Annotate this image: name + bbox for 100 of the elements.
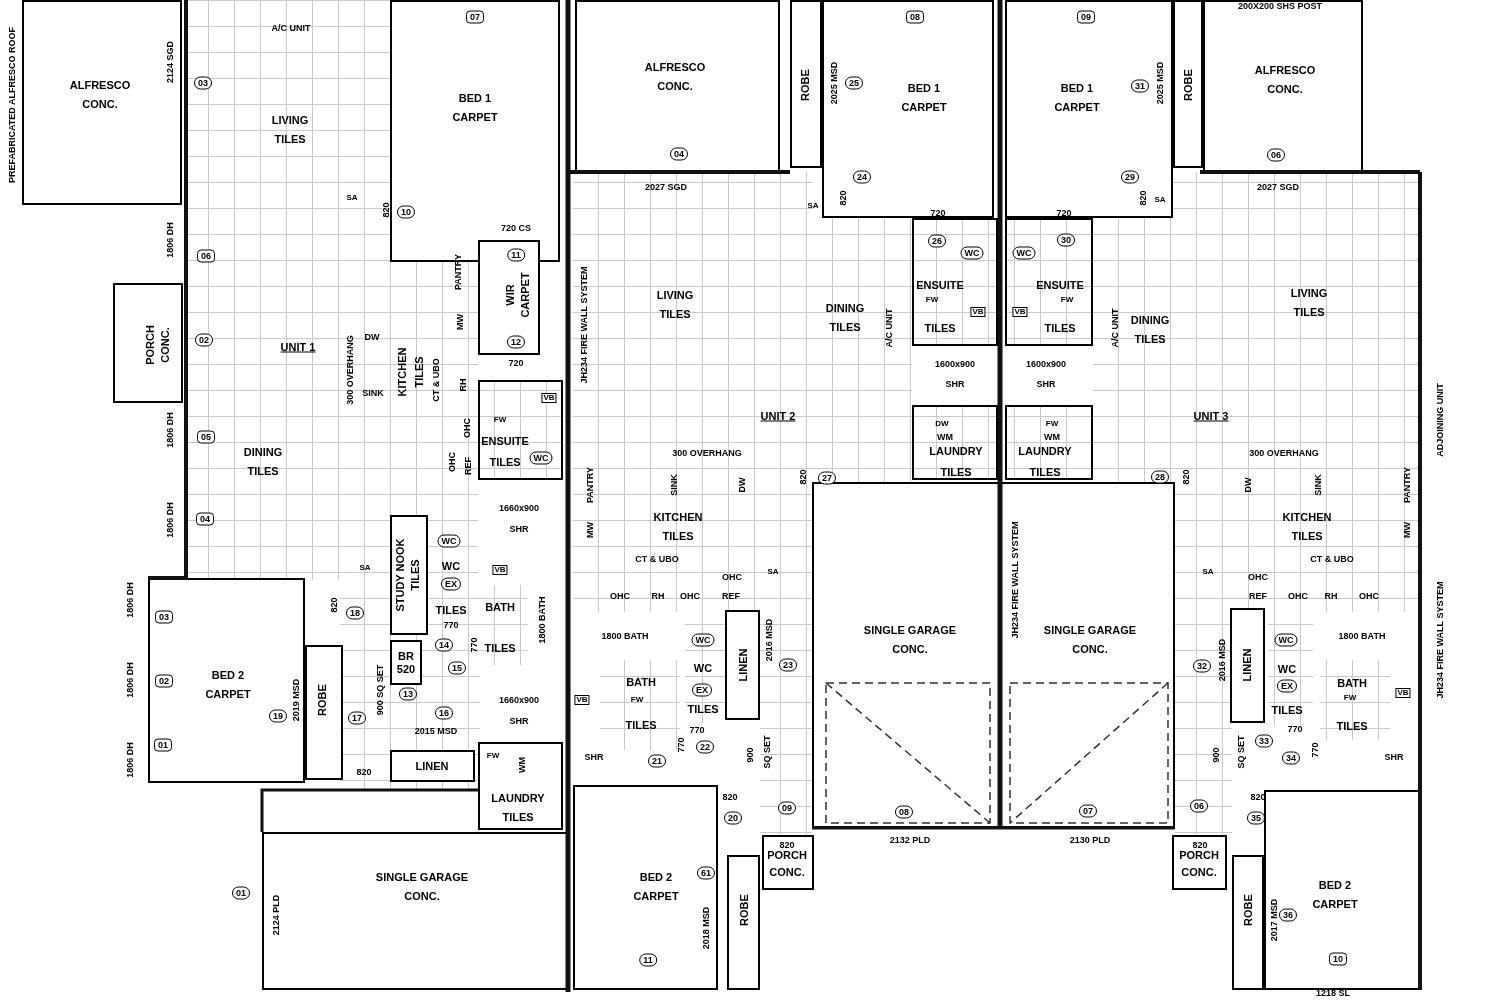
- room-name: WC: [1277, 664, 1297, 675]
- plan-label: SQ SET: [762, 735, 772, 769]
- plan-label: OHC: [1248, 572, 1268, 582]
- callout-number: 17: [348, 711, 366, 725]
- room: [1005, 218, 1093, 346]
- plan-label: SQ SET: [1236, 735, 1246, 769]
- plan-label: 2025 MSD: [1155, 61, 1165, 105]
- plan-label: 2015 MSD: [414, 726, 458, 736]
- plan-label: 820: [1181, 469, 1191, 485]
- unit-label: UNIT 2: [760, 410, 796, 422]
- floor-finish: TILES: [687, 704, 719, 715]
- room: [148, 578, 305, 783]
- floor-finish: TILES: [1291, 531, 1323, 542]
- plan-label: FW: [1060, 296, 1074, 304]
- plan-label: 2017 MSD: [1269, 898, 1279, 942]
- room: [1005, 405, 1093, 480]
- plan-label: SHR: [1036, 379, 1056, 389]
- plan-label: JH234 FIRE WALL SYSTEM: [579, 266, 589, 384]
- plan-label: SA: [1202, 568, 1214, 576]
- plan-label: 1806 DH: [165, 502, 175, 538]
- plan-label: SINK: [362, 388, 384, 398]
- fixture-label: VB: [492, 565, 508, 575]
- plan-label: OHC: [447, 452, 457, 472]
- callout-number: 20: [724, 811, 742, 825]
- floor-finish: CARPET: [205, 689, 251, 700]
- plan-label: SA: [346, 194, 358, 202]
- floor-finish: CONC.: [1267, 84, 1303, 95]
- plan-label: 720: [1056, 208, 1072, 218]
- plan-label: 820: [1192, 840, 1208, 850]
- room-name: KITCHEN: [1282, 512, 1332, 523]
- room: [575, 0, 780, 172]
- room-name: PORCH: [145, 325, 156, 365]
- room-name: SINGLE GARAGE: [1043, 625, 1137, 636]
- plan-label: 1600x900: [935, 359, 975, 369]
- room-name: ROBE: [1182, 69, 1194, 101]
- plan-label: 770: [1310, 742, 1320, 758]
- room-name: LINEN: [737, 648, 749, 682]
- room-name: KITCHEN: [397, 347, 408, 397]
- room: [1005, 0, 1173, 218]
- room-name: LINEN: [415, 760, 449, 772]
- room: [727, 855, 760, 990]
- callout-number: 06: [1190, 799, 1208, 813]
- floor-finish: CONC.: [892, 644, 928, 655]
- plan-label: SHR: [509, 716, 529, 726]
- plan-label: 820: [779, 840, 795, 850]
- callout-number: WC: [960, 246, 984, 260]
- room-name: LAUNDRY: [929, 446, 983, 457]
- plan-label: 900: [745, 747, 755, 763]
- callout-number: 09: [778, 801, 796, 815]
- plan-label: A/C UNIT: [1110, 308, 1120, 348]
- plan-label: 1800 BATH: [1338, 631, 1386, 641]
- room-name: ENSUITE: [481, 436, 529, 447]
- fixture-label: VB: [1395, 688, 1411, 698]
- plan-label: 2027 SGD: [1257, 182, 1299, 192]
- callout-number: 30: [1057, 233, 1075, 247]
- floor-finish: TILES: [924, 323, 956, 334]
- room-name: SINGLE GARAGE: [375, 872, 469, 883]
- fixture-label: VB: [970, 307, 986, 317]
- room-name: BATH: [1337, 678, 1367, 689]
- plan-label: DW: [1243, 477, 1253, 493]
- plan-label: 820: [838, 190, 848, 206]
- callout-number: WC: [1274, 633, 1298, 647]
- plan-label: MW: [585, 522, 595, 538]
- floor-finish: CARPET: [452, 112, 498, 123]
- plan-label: 820: [329, 597, 339, 613]
- floor-finish: TILES: [1271, 705, 1303, 716]
- plan-label: OHC: [1288, 591, 1308, 601]
- plan-label: OHC: [722, 572, 742, 582]
- callout-number: WC: [437, 534, 461, 548]
- room: [822, 0, 994, 218]
- plan-label: DW: [935, 420, 949, 428]
- fixture-label: VB: [574, 695, 590, 705]
- plan-label: PANTRY: [1402, 467, 1412, 503]
- room: [912, 218, 998, 346]
- room: [812, 482, 1000, 828]
- room-name: PORCH: [767, 850, 807, 861]
- callout-number: 32: [1193, 659, 1211, 673]
- plan-label: SHR: [584, 752, 604, 762]
- plan-label: 1806 DH: [125, 662, 135, 698]
- plan-label: 300 OVERHANG: [672, 448, 742, 458]
- callout-number: 18: [346, 606, 364, 620]
- callout-number: EX: [692, 683, 712, 697]
- plan-label: 770: [676, 737, 686, 753]
- plan-label: A/C UNIT: [884, 308, 894, 348]
- plan-label: 720 CS: [501, 223, 531, 233]
- plan-label: WM: [1044, 432, 1060, 442]
- plan-label: 300 OVERHANG: [1249, 448, 1319, 458]
- room-name: BED 1: [1060, 83, 1094, 94]
- fixture-label: VB: [1012, 307, 1028, 317]
- plan-label: CT & UBO: [1310, 554, 1354, 564]
- plan-label: A/C UNIT: [271, 23, 311, 33]
- room-name: BED 1: [458, 93, 492, 104]
- floor-finish: CARPET: [633, 891, 679, 902]
- plan-label: 900 SQ SET: [375, 664, 385, 716]
- plan-label: 820: [798, 469, 808, 485]
- callout-number: 27: [818, 471, 836, 485]
- room: [725, 610, 760, 720]
- room-name: LIVING: [656, 290, 694, 301]
- plan-label: 2025 MSD: [829, 61, 839, 105]
- plan-label: DW: [364, 332, 380, 342]
